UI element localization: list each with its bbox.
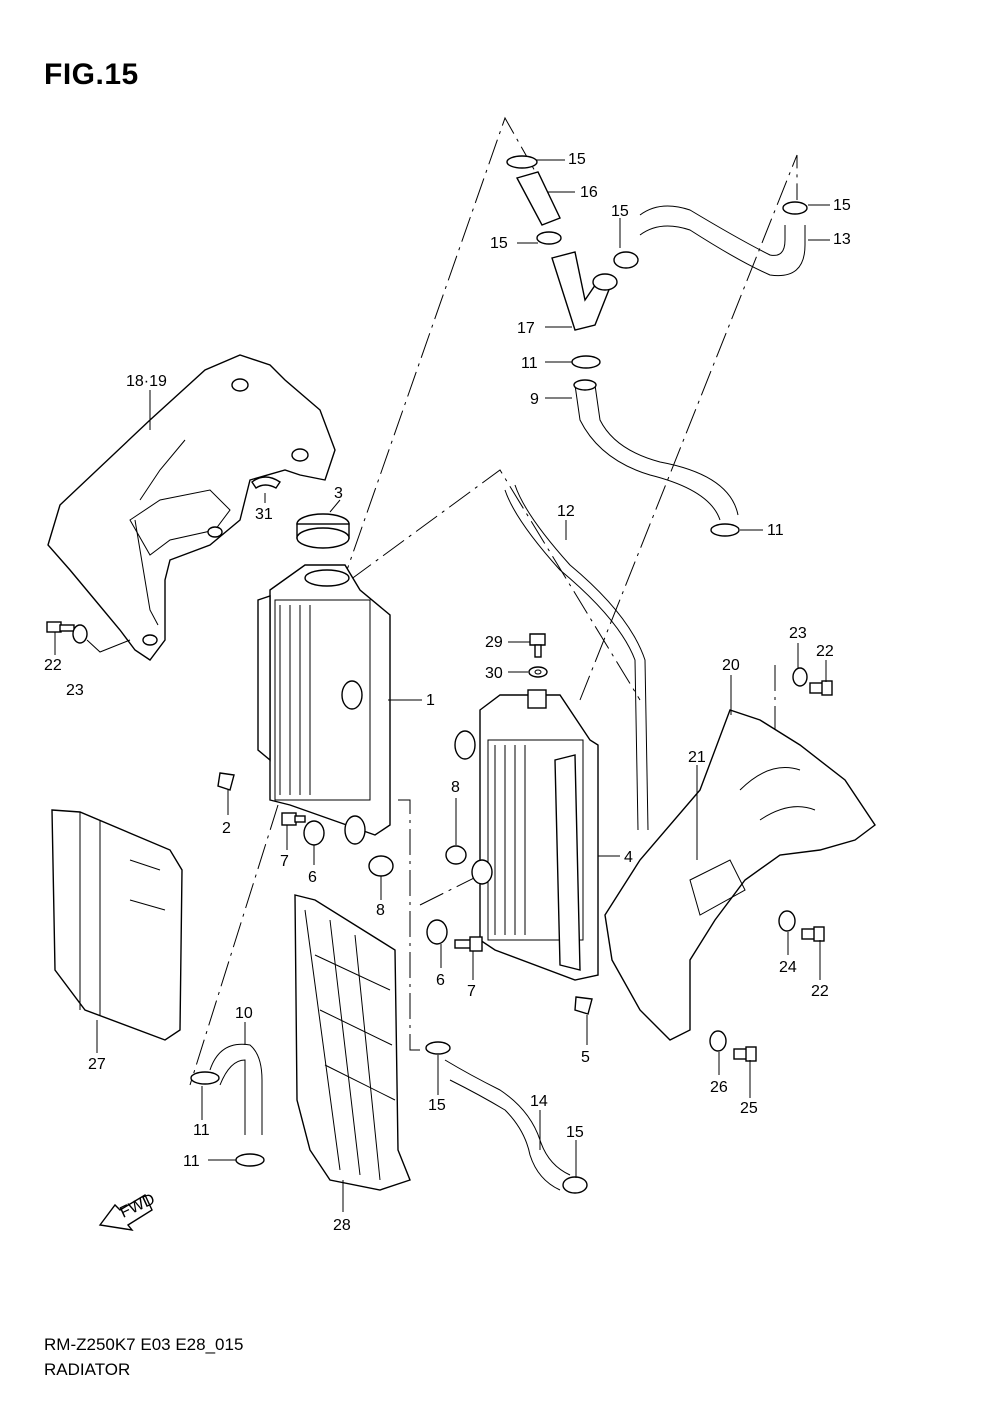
collar-23-right — [792, 667, 808, 687]
callout-11: 11 — [183, 1153, 200, 1170]
section-name: RADIATOR — [44, 1360, 131, 1379]
bolt-25 — [733, 1046, 757, 1062]
hose-13 — [639, 201, 808, 277]
callout-5: 5 — [581, 1049, 590, 1066]
callout-15: 15 — [490, 235, 508, 252]
collar-23-left — [72, 624, 88, 644]
clip-2 — [217, 772, 235, 791]
bolt-22-left — [46, 621, 75, 633]
callout-11: 11 — [767, 522, 784, 539]
callout-8: 8 — [451, 779, 460, 796]
radiator-cap — [296, 513, 350, 549]
callout-17: 17 — [517, 320, 535, 337]
callout-25: 25 — [740, 1100, 758, 1117]
hose-10 — [190, 1043, 265, 1167]
callout-15: 15 — [566, 1124, 584, 1141]
grommet-6-right — [426, 919, 448, 945]
louver-28 — [294, 894, 411, 1191]
callout-26: 26 — [710, 1079, 728, 1096]
leader-lines — [54, 159, 830, 1212]
bolt-29 — [529, 633, 546, 658]
hose-9 — [573, 379, 739, 521]
radiator-right — [454, 689, 599, 981]
callout-7: 7 — [467, 983, 476, 1000]
radiator-shroud-right — [604, 709, 876, 1041]
callout-numbers: 15 16 15 15 15 13 17 11 9 11 18·19 3 31 … — [44, 151, 851, 1234]
callout-22: 22 — [811, 983, 829, 1000]
collar-24 — [778, 910, 796, 932]
grommet-6-left — [303, 820, 325, 846]
callout-31: 31 — [255, 506, 273, 523]
callout-20: 20 — [722, 657, 740, 674]
hose-16 — [515, 171, 561, 226]
callout-6: 6 — [308, 869, 317, 886]
figure-title: FIG.15 — [44, 58, 139, 91]
callout-30: 30 — [485, 665, 503, 682]
callout-6: 6 — [436, 972, 445, 989]
collar-26 — [709, 1030, 727, 1052]
callout-15: 15 — [428, 1097, 446, 1114]
callout-14: 14 — [530, 1093, 548, 1110]
bolt-22-right-upper — [809, 680, 833, 696]
radiator-shroud-left — [47, 354, 336, 661]
callout-29: 29 — [485, 634, 503, 651]
bolt-22-right-lower — [801, 926, 825, 942]
callout-11: 11 — [193, 1122, 210, 1139]
model-code: RM-Z250K7 E03 E28_015 — [44, 1335, 244, 1354]
clamp-11-lower-right — [710, 523, 740, 537]
callout-22: 22 — [44, 657, 62, 674]
callout-3: 3 — [334, 485, 343, 502]
clip-5 — [574, 996, 593, 1015]
callout-23: 23 — [789, 625, 807, 642]
callout-24: 24 — [779, 959, 797, 976]
radiator-left — [257, 564, 391, 845]
callout-11: 11 — [521, 355, 538, 372]
callout-27: 27 — [88, 1056, 106, 1073]
callout-23: 23 — [66, 682, 84, 699]
grommet-8-right — [445, 845, 467, 865]
callout-1: 1 — [426, 692, 435, 709]
bolt-7-left — [281, 812, 306, 826]
washer-30 — [528, 666, 548, 678]
callout-10: 10 — [235, 1005, 253, 1022]
clamp-11-upper — [571, 355, 601, 369]
callout-15: 15 — [833, 197, 851, 214]
grommet-8-left — [368, 855, 394, 877]
y-joint-17 — [551, 251, 618, 331]
clamp-15-top — [506, 155, 538, 169]
callout-16: 16 — [580, 184, 598, 201]
callout-18-19: 18·19 — [126, 373, 167, 390]
callout-15: 15 — [568, 151, 586, 168]
callout-21: 21 — [688, 749, 706, 766]
clamp-15-mid — [536, 231, 639, 269]
clip-31 — [251, 476, 281, 489]
callout-13: 13 — [833, 231, 851, 248]
louver-27 — [51, 809, 183, 1041]
callout-2: 2 — [222, 820, 231, 837]
forward-direction-arrow: FWD — [98, 1191, 158, 1231]
overflow-hose — [504, 484, 649, 831]
callout-4: 4 — [624, 849, 633, 866]
callout-15: 15 — [611, 203, 629, 220]
callout-12: 12 — [557, 503, 575, 520]
bolt-7-right — [454, 936, 483, 952]
callout-9: 9 — [530, 391, 539, 408]
callout-22: 22 — [816, 643, 834, 660]
hose-14 — [425, 1041, 588, 1194]
callout-7: 7 — [280, 853, 289, 870]
callout-8: 8 — [376, 902, 385, 919]
callout-28: 28 — [333, 1217, 351, 1234]
